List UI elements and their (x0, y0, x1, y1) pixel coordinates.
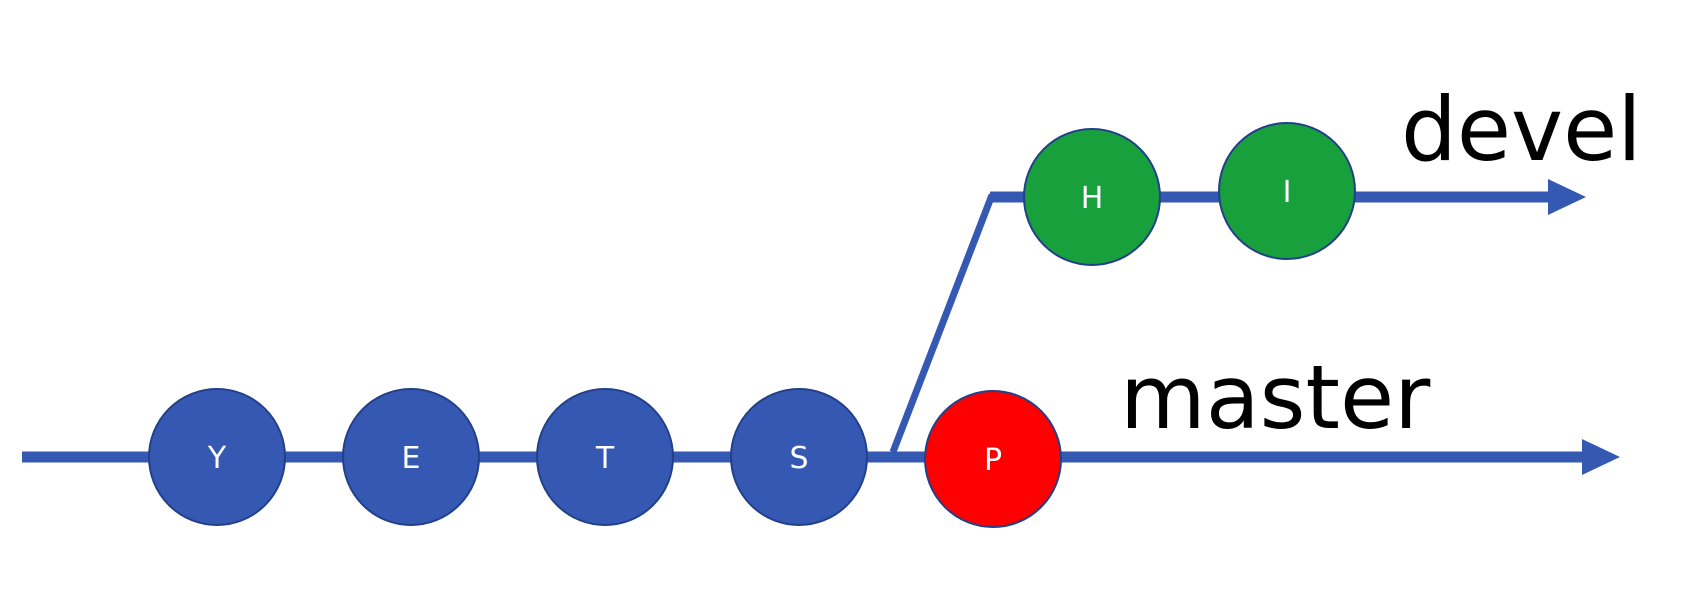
master-arrowhead (1582, 439, 1620, 475)
head-commit-node: P (924, 390, 1062, 528)
commit-circle (730, 388, 868, 526)
commit-label: H (1081, 181, 1104, 216)
commit-label: S (789, 441, 808, 476)
commit-circle (148, 388, 286, 526)
devel-branch-label: devel (1401, 78, 1642, 181)
fork-line (889, 193, 996, 454)
commit-node: Y (148, 388, 286, 526)
commit-label: Y (207, 441, 227, 476)
commit-circle (924, 390, 1062, 528)
commit-node: T (536, 388, 674, 526)
commit-label: I (1283, 175, 1292, 210)
commit-circle (342, 388, 480, 526)
commit-circle (536, 388, 674, 526)
commit-node: S (730, 388, 868, 526)
devel-arrowhead (1548, 179, 1586, 215)
commit-circle (1218, 122, 1356, 260)
commit-node: E (342, 388, 480, 526)
master-branch-label: master (1120, 346, 1431, 449)
devel-commit-node: H (1023, 128, 1161, 266)
commit-circle (1023, 128, 1161, 266)
devel-commit-node: I (1218, 122, 1356, 260)
commit-label: T (595, 441, 615, 476)
commit-label: P (984, 443, 1002, 478)
commit-label: E (402, 441, 421, 476)
